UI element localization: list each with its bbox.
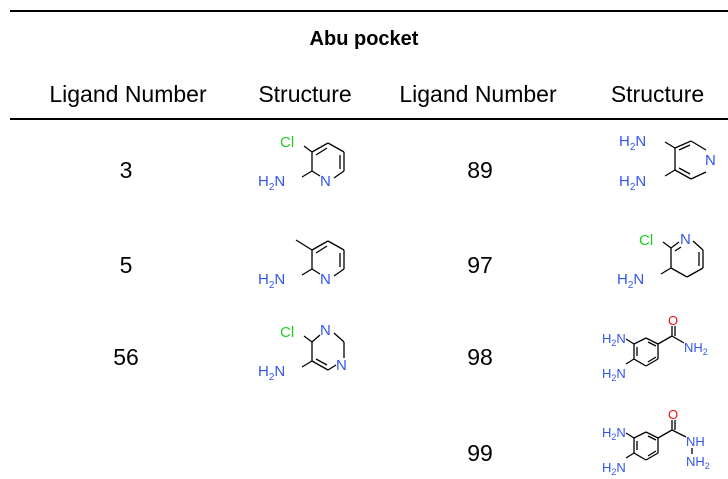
ligand-number-56: 56 — [113, 344, 139, 370]
structure-ligand-98: O NH2 H2N H2N — [602, 313, 708, 383]
atom-n-ring: N — [705, 152, 716, 169]
atom-n-ring-2: N — [336, 357, 347, 374]
atom-n: N — [320, 173, 331, 190]
structure-ligand-56: Cl N N H2N — [258, 322, 347, 383]
header-ligand-number-1: Ligand Number — [49, 81, 207, 107]
structure-ligand-3: Cl N H2N — [258, 134, 345, 193]
table-title: Abu pocket — [309, 28, 419, 50]
header-structure-2: Structure — [610, 81, 705, 107]
ligand-number-3: 3 — [119, 157, 133, 183]
atom-n-ring-1: N — [320, 322, 331, 339]
header-rule — [10, 118, 728, 120]
atom-n-ring: N — [680, 231, 691, 248]
ligand-number-89: 89 — [467, 157, 493, 183]
structure-ligand-99: O NH NH2 H2N H2N — [602, 407, 710, 477]
ligand-number-5: 5 — [119, 252, 133, 278]
atom-nh2-top: H2N — [602, 331, 626, 348]
atom-terminal-nh2: NH2 — [686, 454, 710, 471]
atom-nh: NH — [686, 434, 705, 449]
structure-ligand-89: N H2N H2N — [619, 133, 716, 193]
structure-ligand-97: Cl N H2N — [617, 231, 704, 291]
ligand-number-99: 99 — [467, 440, 493, 466]
atom-nh2-top: H2N — [602, 425, 626, 442]
atom-nh2-bottom: H2N — [602, 366, 626, 383]
atom-amide-nh2: NH2 — [684, 340, 708, 357]
ligand-number-98: 98 — [467, 344, 493, 370]
atom-nh2: H2N — [258, 173, 285, 193]
atom-nh2: H2N — [258, 363, 285, 383]
atom-cl: Cl — [280, 324, 294, 341]
atom-nh2-top: H2N — [619, 133, 646, 153]
structure-ligand-5: N H2N — [258, 239, 345, 291]
header-structure-1: Structure — [258, 81, 352, 107]
atom-o: O — [668, 407, 678, 422]
atom-n: N — [320, 271, 331, 288]
atom-nh2-bottom: H2N — [619, 173, 646, 193]
top-rule — [10, 10, 728, 12]
atom-nh2: H2N — [617, 271, 644, 291]
atom-nh2: H2N — [258, 271, 285, 291]
header-ligand-number-2: Ligand Number — [399, 81, 557, 107]
atom-cl: Cl — [639, 232, 653, 249]
atom-o: O — [668, 313, 678, 328]
atom-nh2-bottom: H2N — [602, 460, 626, 477]
ligand-number-97: 97 — [467, 252, 493, 278]
atom-cl: Cl — [280, 134, 294, 151]
